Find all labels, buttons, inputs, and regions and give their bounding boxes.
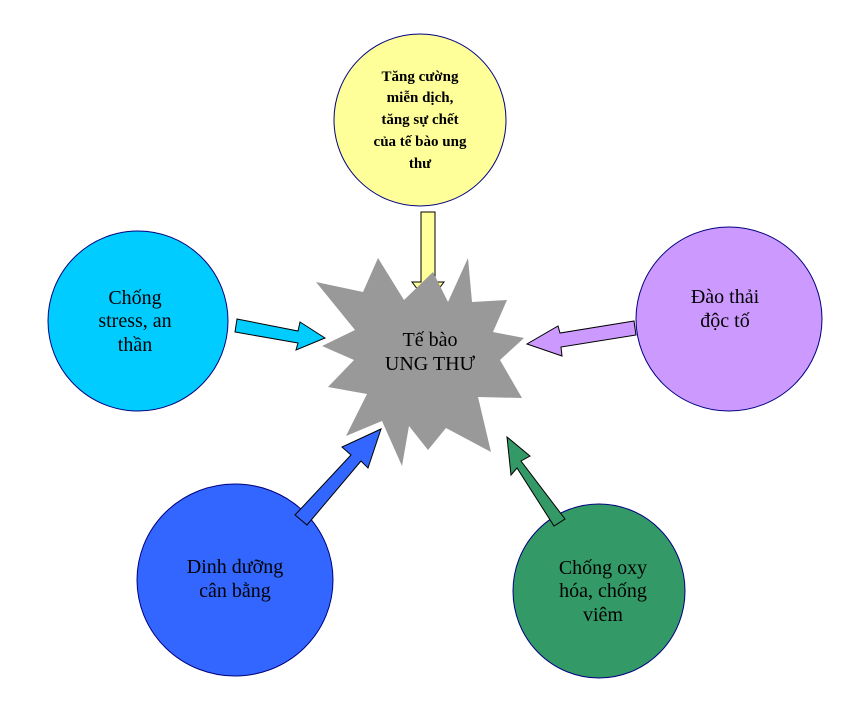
node-left-line-3: thần bbox=[117, 333, 153, 356]
node-bottom-left-line-1: Dinh dưỡng bbox=[186, 556, 284, 579]
node-top-line-2: miễn dịch, bbox=[386, 90, 454, 107]
node-bottom-right-label: Chống oxy hóa, chống viêm bbox=[518, 542, 688, 642]
node-right-line-2: độc tố bbox=[700, 310, 750, 332]
node-bottom-left-line-2: cân bằng bbox=[199, 580, 271, 602]
node-bottom-right-circle bbox=[512, 503, 686, 679]
node-bottom-left-circle bbox=[136, 483, 334, 677]
center-line-1: Tế bào bbox=[402, 329, 458, 352]
arrow-right bbox=[525, 320, 637, 357]
node-left-line-2: stress, an bbox=[98, 310, 172, 333]
center-line-2: UNG THƯ bbox=[384, 353, 476, 375]
arrow-bottom-left bbox=[294, 428, 382, 526]
node-bottom-right-line-2: hóa, chống bbox=[559, 580, 647, 603]
node-bottom-left-label: Dinh dưỡng cân bằng bbox=[150, 540, 320, 620]
node-right-circle bbox=[635, 226, 823, 412]
node-top-line-5: thư bbox=[408, 155, 432, 172]
node-top-label: Tăng cường miễn dịch, tăng sự chết của t… bbox=[340, 62, 500, 180]
node-bottom-right-line-3: viêm bbox=[583, 603, 623, 626]
arrow-left bbox=[234, 318, 327, 351]
cancer-cell-starburst bbox=[316, 258, 524, 466]
node-bottom-right-line-1: Chống oxy bbox=[558, 556, 648, 579]
node-top-line-1: Tăng cường bbox=[381, 68, 459, 85]
center-label: Tế bào UNG THƯ bbox=[355, 318, 505, 388]
arrow-bottom-right bbox=[506, 435, 566, 527]
node-left-label: Chống stress, an thần bbox=[60, 272, 210, 372]
node-right-line-1: Đào thải bbox=[690, 286, 760, 309]
node-left-line-1: Chống bbox=[108, 286, 162, 309]
node-top-line-3: tăng sự chết bbox=[381, 112, 459, 129]
node-left-circle bbox=[47, 230, 229, 412]
node-top-circle bbox=[333, 33, 507, 207]
node-right-label: Đào thải độc tố bbox=[640, 270, 810, 350]
node-top-line-4: của tế bào ung bbox=[373, 133, 467, 150]
